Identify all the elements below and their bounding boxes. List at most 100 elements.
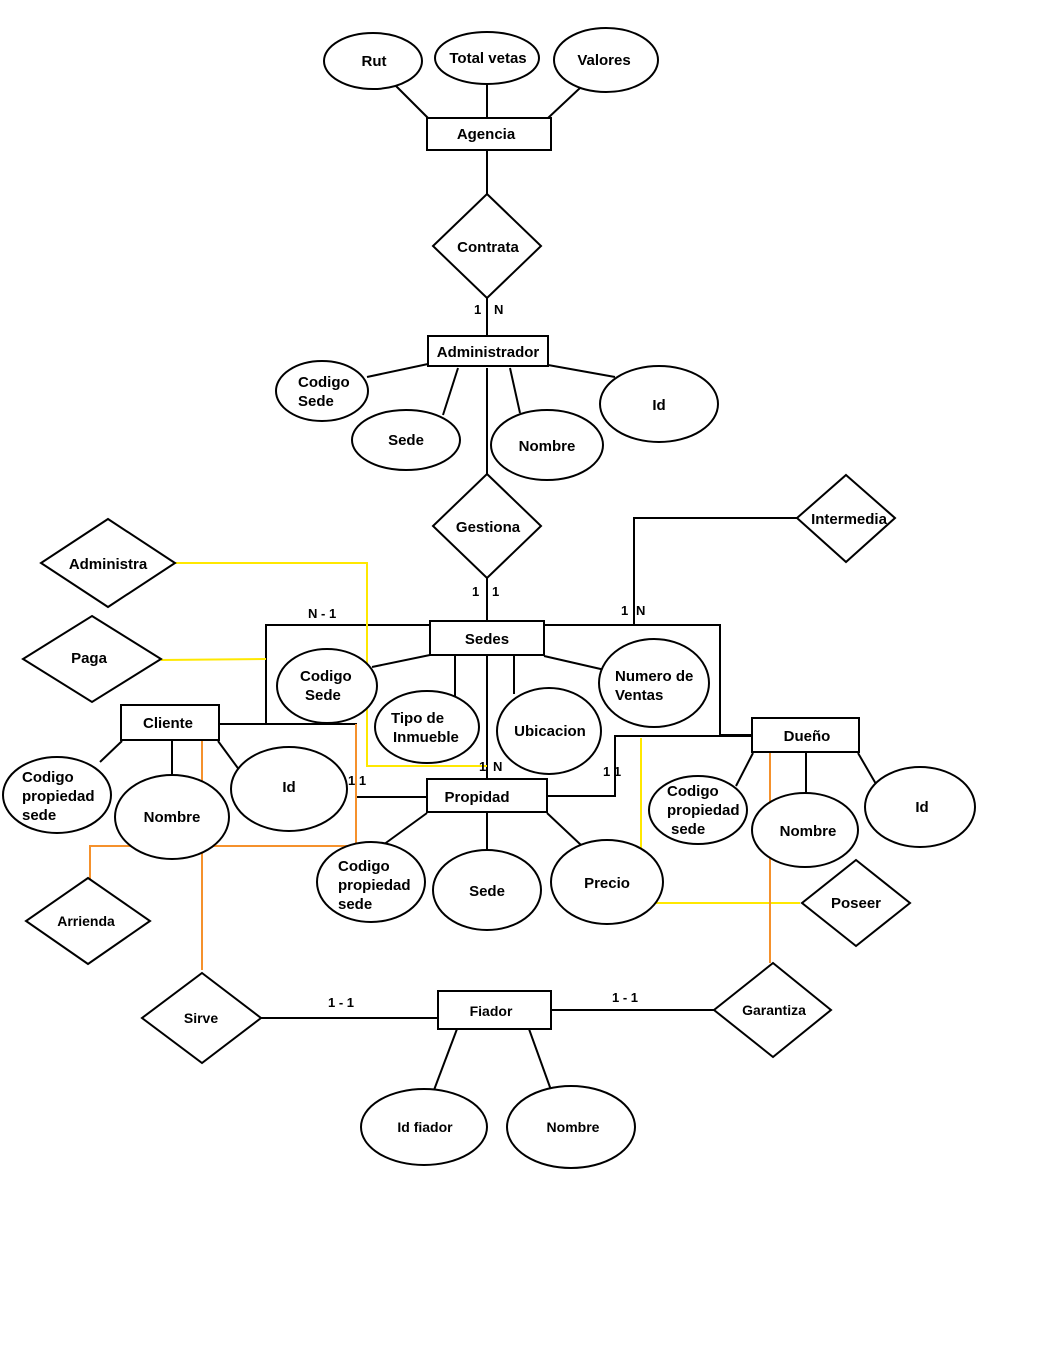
- attribute-propidad-codigo-propiedad-sede[interactable]: Codigo propiedad sede: [316, 841, 426, 923]
- cardinality-sedes-n-1: N - 1: [308, 606, 336, 621]
- cardinality-contrata-n: N: [494, 302, 503, 317]
- cardinality-labels: 1 N 1 1 1 N N - 1 1 1 1 N 1 1 1 - 1 1 - …: [308, 302, 645, 1010]
- svg-text:Id: Id: [915, 799, 928, 816]
- cardinality-contrata-one: 1: [474, 302, 481, 317]
- svg-text:Nombre: Nombre: [144, 809, 201, 826]
- relationship-paga[interactable]: Paga: [21, 614, 163, 704]
- cardinality-intermedia-n: N: [636, 603, 645, 618]
- cardinality-propidad-right: 1 1: [603, 764, 621, 779]
- relationship-arrienda[interactable]: Arrienda: [24, 876, 152, 966]
- svg-text:Sede: Sede: [305, 687, 341, 704]
- relationship-poseer[interactable]: Poseer: [800, 858, 912, 948]
- svg-text:Sirve: Sirve: [184, 1010, 218, 1026]
- entity-cliente[interactable]: Cliente: [120, 704, 220, 741]
- svg-text:Sede: Sede: [388, 432, 424, 449]
- attribute-ubicacion[interactable]: Ubicacion: [496, 687, 602, 775]
- relationship-contrata[interactable]: Contrata: [431, 192, 543, 300]
- attribute-total-vetas[interactable]: Total vetas: [434, 31, 540, 85]
- svg-text:sede: sede: [22, 807, 56, 824]
- attribute-admin-codigo-sede[interactable]: Codigo Sede: [275, 360, 369, 422]
- cardinality-gestiona-one-a: 1: [472, 584, 479, 599]
- svg-text:Tipo de: Tipo de: [391, 710, 444, 727]
- svg-text:Fiador: Fiador: [470, 1003, 513, 1019]
- svg-text:Contrata: Contrata: [457, 239, 519, 256]
- relationship-gestiona[interactable]: Gestiona: [431, 472, 543, 580]
- entity-agencia[interactable]: Agencia: [426, 117, 552, 151]
- attribute-sedes-codigo-sede[interactable]: Codigo Sede: [276, 648, 378, 724]
- attribute-dueno-nombre[interactable]: Nombre: [751, 792, 859, 868]
- svg-text:Agencia: Agencia: [457, 126, 516, 143]
- svg-text:propiedad: propiedad: [338, 877, 411, 894]
- attribute-numero-ventas[interactable]: Numero de Ventas: [598, 638, 710, 728]
- svg-text:Precio: Precio: [584, 875, 630, 892]
- attribute-rut[interactable]: Rut: [323, 32, 423, 90]
- svg-text:Poseer: Poseer: [831, 895, 881, 912]
- svg-text:Sede: Sede: [469, 883, 505, 900]
- svg-text:Intermedia: Intermedia: [811, 511, 888, 528]
- svg-text:sede: sede: [338, 896, 372, 913]
- svg-text:Administra: Administra: [69, 556, 148, 573]
- svg-text:Sede: Sede: [298, 393, 334, 410]
- svg-text:Codigo: Codigo: [300, 668, 352, 685]
- svg-text:Nombre: Nombre: [519, 438, 576, 455]
- svg-text:Paga: Paga: [71, 650, 108, 667]
- svg-text:Garantiza: Garantiza: [742, 1002, 806, 1018]
- attribute-cliente-codigo-propiedad-sede[interactable]: Codigo propiedad sede: [2, 756, 112, 834]
- entity-sedes[interactable]: Sedes: [429, 620, 545, 656]
- attribute-dueno-id[interactable]: Id: [864, 766, 976, 848]
- svg-text:Id: Id: [652, 397, 665, 414]
- attribute-admin-id[interactable]: Id: [599, 365, 719, 443]
- svg-text:Rut: Rut: [362, 53, 387, 70]
- attribute-cliente-nombre[interactable]: Nombre: [114, 774, 230, 860]
- svg-text:sede: sede: [671, 821, 705, 838]
- svg-text:Nombre: Nombre: [780, 823, 837, 840]
- attribute-id-fiador[interactable]: Id fiador: [360, 1088, 488, 1166]
- svg-text:Codigo: Codigo: [22, 769, 74, 786]
- attribute-cliente-id[interactable]: Id: [230, 746, 348, 832]
- svg-text:Codigo: Codigo: [667, 783, 719, 800]
- entity-propidad[interactable]: Propidad: [426, 778, 548, 813]
- attribute-admin-nombre[interactable]: Nombre: [490, 409, 604, 481]
- attribute-dueno-codigo-propiedad-sede[interactable]: Codigo propiedad sede: [648, 775, 748, 845]
- attribute-tipo-inmueble[interactable]: Tipo de Inmueble: [374, 690, 480, 764]
- svg-text:Numero de: Numero de: [615, 668, 693, 685]
- svg-text:Propidad: Propidad: [444, 789, 509, 806]
- svg-text:Nombre: Nombre: [547, 1119, 600, 1135]
- svg-text:Codigo: Codigo: [338, 858, 390, 875]
- relationship-garantiza[interactable]: Garantiza: [712, 961, 833, 1059]
- cardinality-intermedia-one: 1: [621, 603, 628, 618]
- svg-text:Ubicacion: Ubicacion: [514, 723, 586, 740]
- cardinality-fiador-garantiza: 1 - 1: [612, 990, 638, 1005]
- relationship-sirve[interactable]: Sirve: [140, 971, 263, 1065]
- attribute-fiador-nombre[interactable]: Nombre: [506, 1085, 636, 1169]
- attribute-admin-sede[interactable]: Sede: [351, 409, 461, 471]
- svg-text:Id: Id: [282, 779, 295, 796]
- svg-text:Administrador: Administrador: [437, 344, 540, 361]
- cardinality-propidad-left: 1 1: [348, 773, 366, 788]
- svg-text:Gestiona: Gestiona: [456, 519, 521, 536]
- svg-text:Arrienda: Arrienda: [57, 913, 115, 929]
- svg-text:Ventas: Ventas: [615, 687, 663, 704]
- connector-lines: [99, 83, 877, 1091]
- entity-administrador[interactable]: Administrador: [427, 335, 549, 367]
- cardinality-gestiona-one-b: 1: [492, 584, 499, 599]
- entity-fiador[interactable]: Fiador: [437, 990, 552, 1030]
- attribute-precio[interactable]: Precio: [550, 839, 664, 925]
- svg-text:propiedad: propiedad: [667, 802, 740, 819]
- relationship-intermedia[interactable]: Intermedia: [795, 473, 897, 564]
- svg-text:Inmueble: Inmueble: [393, 729, 459, 746]
- cardinality-sirve-fiador: 1 - 1: [328, 995, 354, 1010]
- cardinality-propidad-top-one: 1: [479, 759, 486, 774]
- svg-text:Sedes: Sedes: [465, 631, 509, 648]
- svg-text:propiedad: propiedad: [22, 788, 95, 805]
- attribute-propidad-sede[interactable]: Sede: [432, 849, 542, 931]
- svg-text:Valores: Valores: [577, 52, 630, 69]
- attribute-valores[interactable]: Valores: [553, 27, 659, 93]
- svg-text:Cliente: Cliente: [143, 715, 193, 732]
- svg-text:Id fiador: Id fiador: [397, 1119, 453, 1135]
- entity-dueno[interactable]: Dueño: [751, 717, 860, 753]
- relationship-administra[interactable]: Administra: [39, 517, 177, 609]
- svg-text:Codigo: Codigo: [298, 374, 350, 391]
- cardinality-propidad-top-n: N: [493, 759, 502, 774]
